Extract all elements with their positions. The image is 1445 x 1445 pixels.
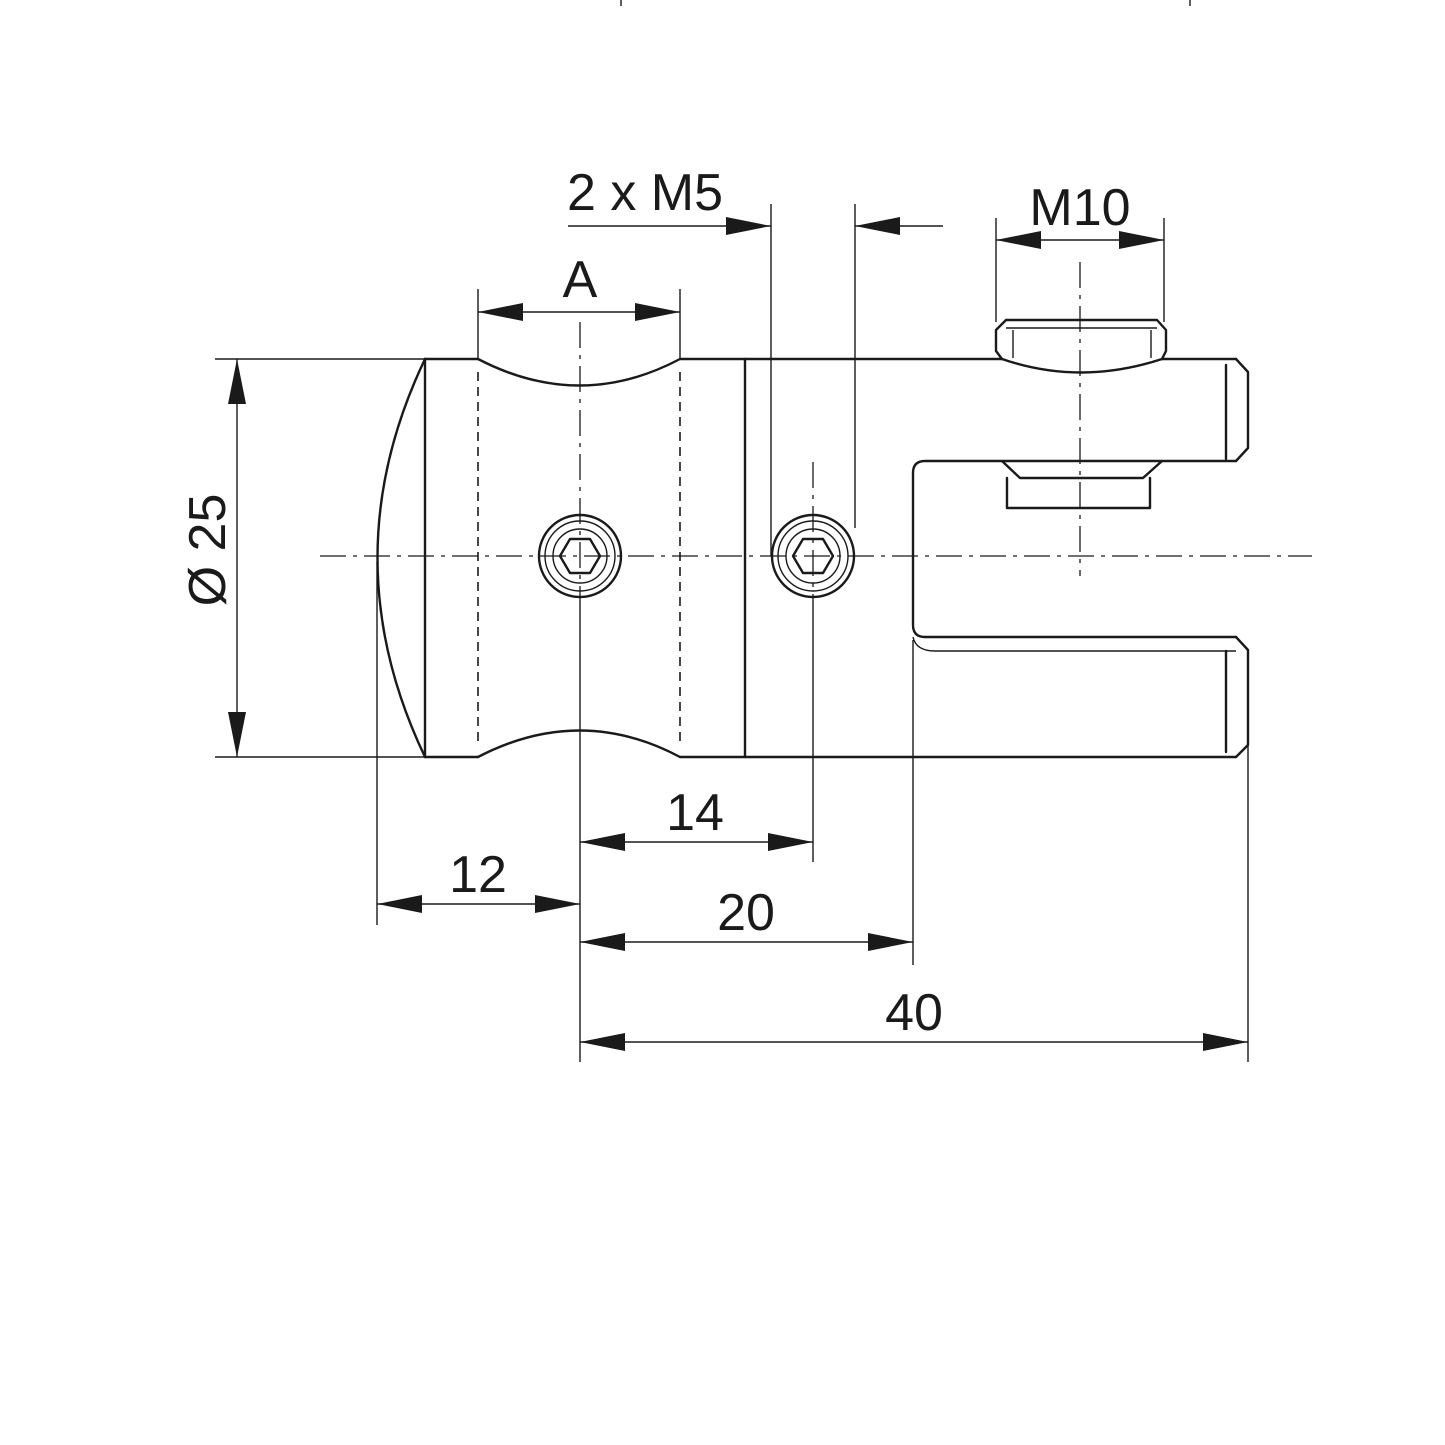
label-20: 20 bbox=[717, 884, 775, 942]
m10-nut-top bbox=[994, 318, 1168, 361]
slot-inner-line bbox=[912, 636, 1236, 652]
label-m10: M10 bbox=[1029, 179, 1130, 237]
dimension-40: 40 bbox=[580, 984, 1248, 1051]
groove-bottom bbox=[476, 729, 682, 759]
dimension-a: A bbox=[477, 251, 681, 359]
label-2xm5: 2 x M5 bbox=[567, 164, 723, 222]
dimension-12: 12 bbox=[377, 846, 580, 913]
dimension-20: 20 bbox=[580, 884, 913, 951]
part-outline bbox=[376, 357, 1250, 759]
label-diameter: Ø 25 bbox=[179, 494, 237, 607]
upper-prong-end bbox=[1234, 357, 1250, 463]
m10-nut-bottom bbox=[1000, 459, 1164, 510]
set-screw-b bbox=[770, 513, 856, 599]
dimension-2xm5: 2 x M5 bbox=[567, 164, 943, 556]
nut-seat-top bbox=[1000, 357, 1164, 374]
label-a: A bbox=[563, 251, 598, 309]
lower-prong-end bbox=[1234, 635, 1250, 759]
label-12: 12 bbox=[449, 846, 507, 904]
label-14: 14 bbox=[666, 784, 724, 842]
dimension-m10: M10 bbox=[995, 179, 1165, 322]
slot-outline bbox=[911, 459, 1238, 639]
domed-end bbox=[376, 357, 427, 759]
dimension-diameter: Ø 25 bbox=[179, 358, 425, 758]
groove-top bbox=[476, 357, 682, 387]
label-40: 40 bbox=[885, 984, 943, 1042]
dimension-14: 14 bbox=[580, 784, 813, 851]
set-screw-a bbox=[537, 513, 623, 599]
